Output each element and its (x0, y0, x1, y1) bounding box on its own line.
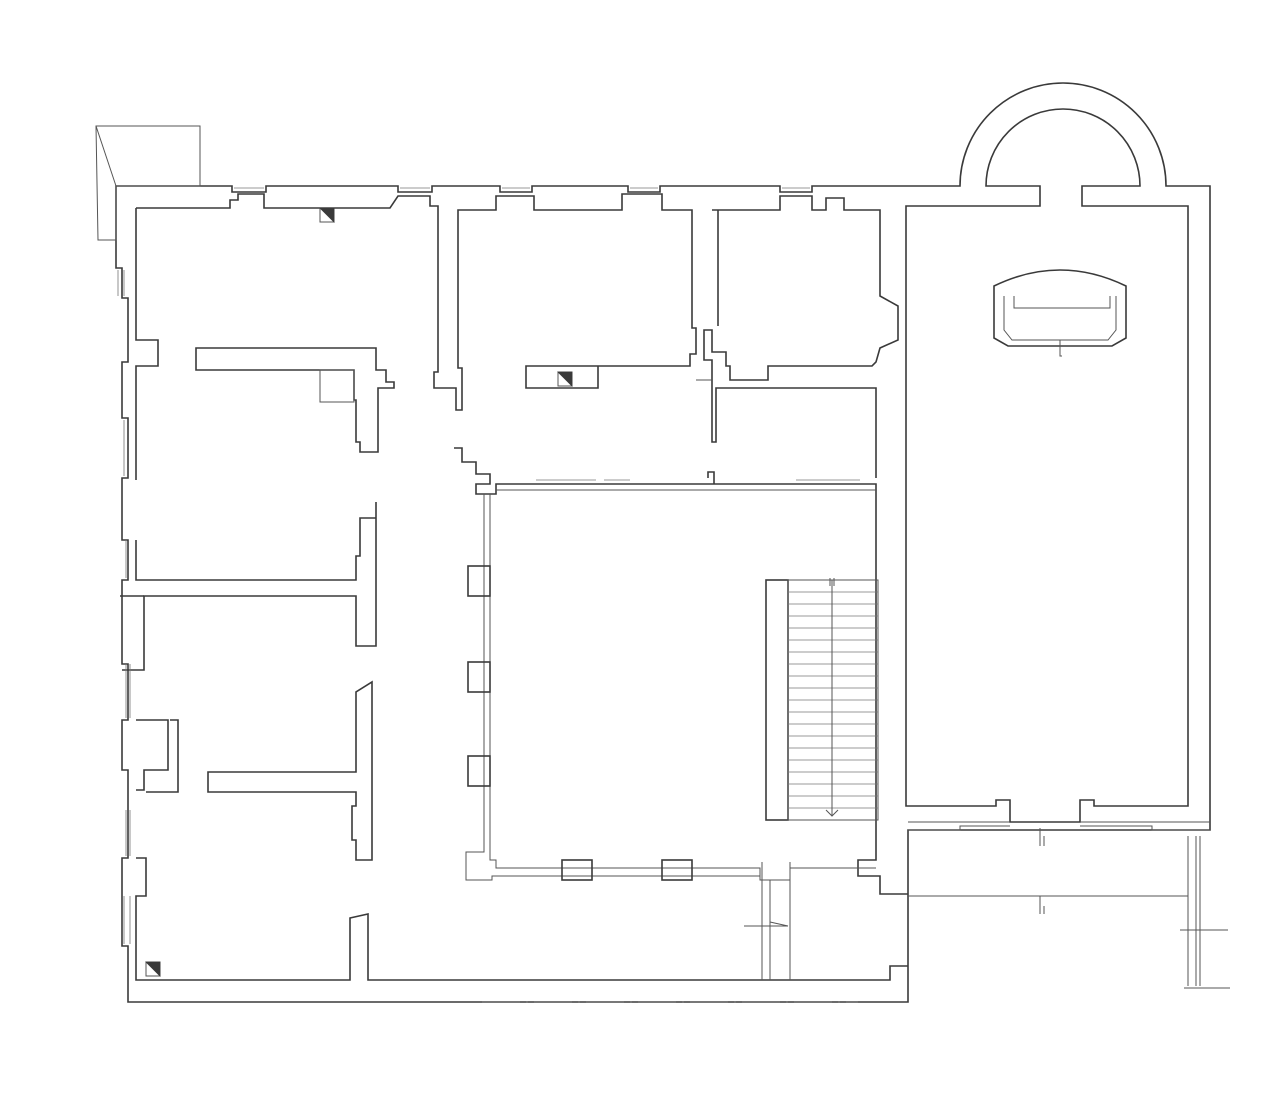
stair-treads (788, 591, 878, 809)
portico (908, 821, 1230, 989)
interior-walls-left (120, 193, 908, 981)
section-mark-icon (1039, 828, 1045, 846)
exterior-walls (115, 82, 1211, 1003)
section-mark-icon (1039, 896, 1045, 914)
altar-basin (993, 269, 1127, 357)
courtyard (454, 447, 908, 895)
section-mark-icon (829, 578, 835, 586)
section-marks (744, 578, 1045, 927)
windows (117, 187, 860, 944)
chimney-flue-icon (145, 961, 161, 977)
section-mark-icon (744, 921, 789, 927)
interior-walls-right (696, 195, 899, 478)
chimney-flues (145, 207, 573, 977)
annex-top-left (95, 125, 201, 241)
staircase (761, 579, 879, 980)
chimney-flue-icon (319, 207, 335, 223)
chimney-flue-icon (557, 371, 573, 387)
